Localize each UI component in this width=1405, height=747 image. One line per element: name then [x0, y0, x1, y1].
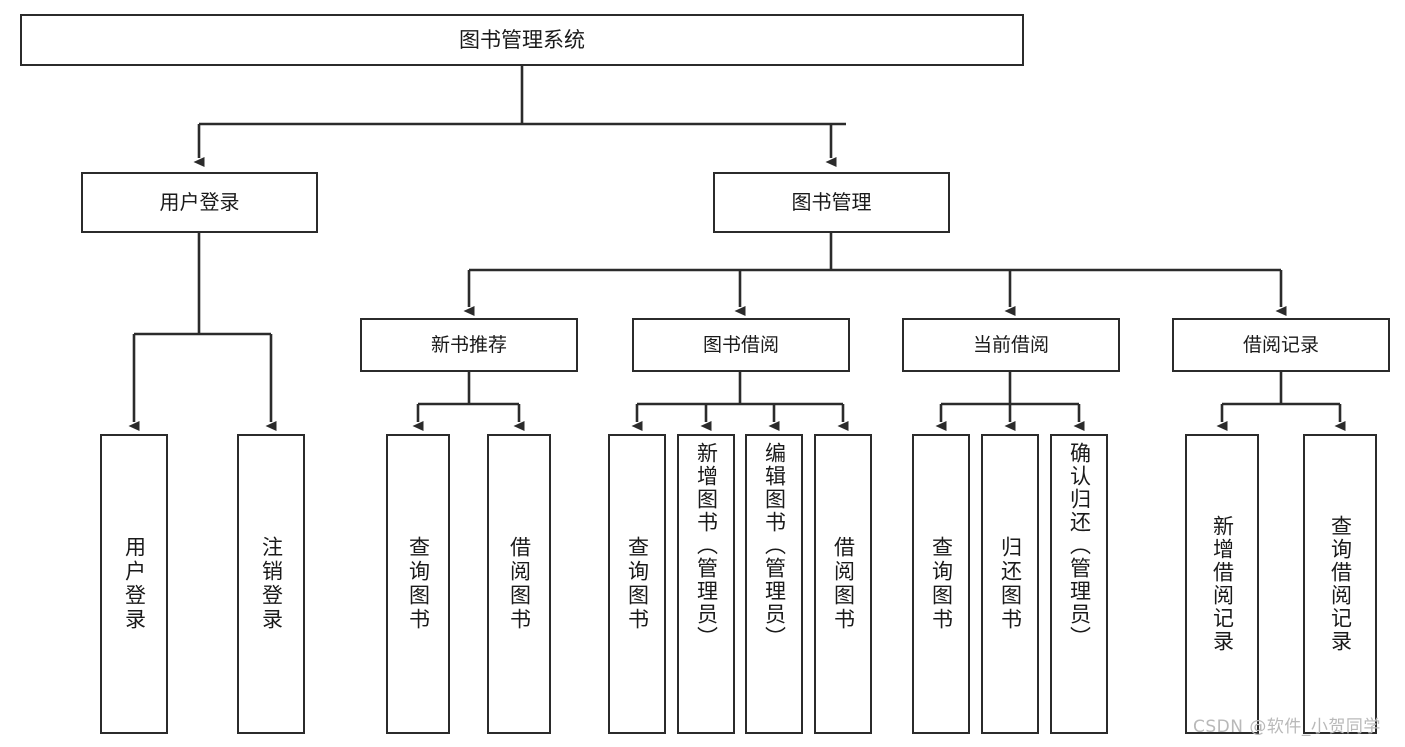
leaf-user-login-signout[interactable]: 注销登录: [237, 434, 305, 734]
leaf-new-book-query-books[interactable]: 查询图书: [386, 434, 450, 734]
leaf-borrow-edit-book-admin[interactable]: 编辑图书（管理员）: [745, 434, 803, 734]
node-label: 借阅图书: [507, 536, 532, 632]
node-label: 新增图书（管理员）: [694, 442, 719, 649]
leaf-new-book-borrow-books[interactable]: 借阅图书: [487, 434, 551, 734]
node-label: 图书管理: [791, 189, 872, 214]
node-borrowing-record[interactable]: 借阅记录: [1172, 318, 1390, 372]
leaf-current-query-books[interactable]: 查询图书: [912, 434, 970, 734]
node-label: 用户登录: [122, 536, 147, 632]
node-label: 编辑图书（管理员）: [762, 442, 787, 649]
node-label: 图书借阅: [702, 333, 779, 356]
node-label: 借阅图书: [831, 536, 856, 632]
node-label: 新书推荐: [430, 333, 507, 356]
node-user-login[interactable]: 用户登录: [81, 172, 318, 233]
node-label: 借阅记录: [1242, 333, 1319, 356]
node-current-borrowing[interactable]: 当前借阅: [902, 318, 1120, 372]
node-label: 查询图书: [406, 536, 431, 632]
node-root-book-management-system[interactable]: 图书管理系统: [20, 14, 1024, 66]
node-label: 归还图书: [998, 536, 1023, 632]
leaf-current-return-books[interactable]: 归还图书: [981, 434, 1039, 734]
leaf-borrow-query-books[interactable]: 查询图书: [608, 434, 666, 734]
node-label: 注销登录: [259, 536, 284, 632]
node-label: 查询借阅记录: [1328, 515, 1353, 653]
node-label: 新增借阅记录: [1210, 515, 1235, 653]
leaf-user-login-signin[interactable]: 用户登录: [100, 434, 168, 734]
watermark: CSDN @软件_小贺同学: [1193, 717, 1381, 737]
node-label: 图书管理系统: [459, 27, 585, 52]
node-book-management[interactable]: 图书管理: [713, 172, 950, 233]
node-label: 确认归还（管理员）: [1067, 442, 1092, 649]
leaf-borrow-borrow-books[interactable]: 借阅图书: [814, 434, 872, 734]
leaf-record-query-borrow-record[interactable]: 查询借阅记录: [1303, 434, 1377, 734]
node-label: 用户登录: [159, 189, 240, 214]
node-new-book-recommendation[interactable]: 新书推荐: [360, 318, 578, 372]
leaf-record-add-borrow-record[interactable]: 新增借阅记录: [1185, 434, 1259, 734]
node-label: 查询图书: [929, 536, 954, 632]
node-book-borrowing[interactable]: 图书借阅: [632, 318, 850, 372]
leaf-current-confirm-return-admin[interactable]: 确认归还（管理员）: [1050, 434, 1108, 734]
node-label: 当前借阅: [972, 333, 1049, 356]
leaf-borrow-add-book-admin[interactable]: 新增图书（管理员）: [677, 434, 735, 734]
node-label: 查询图书: [625, 536, 650, 632]
